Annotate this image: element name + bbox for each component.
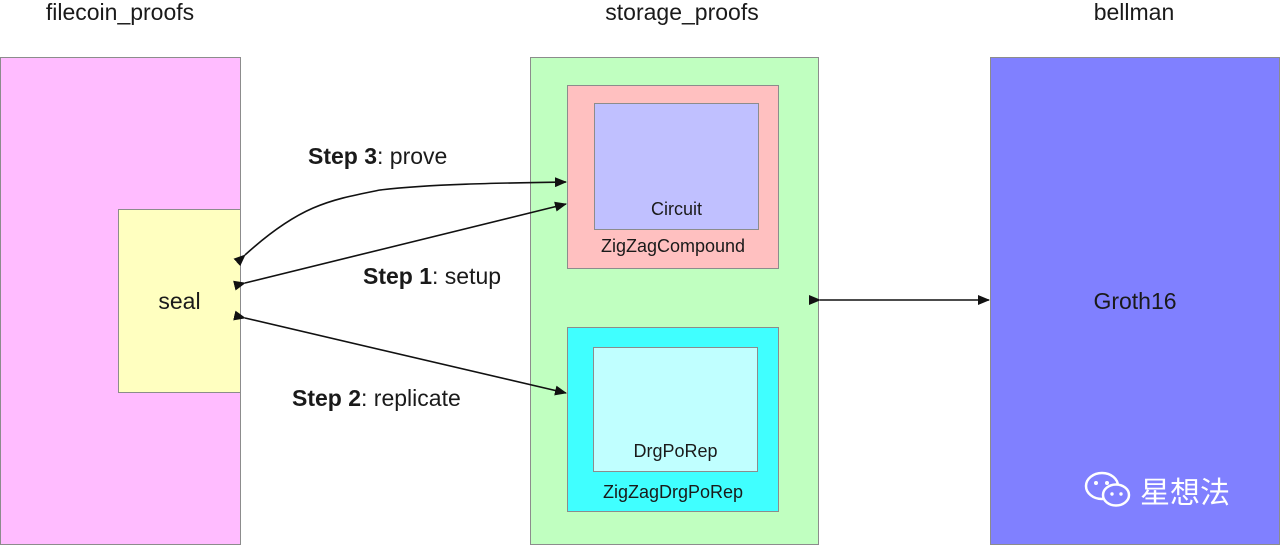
- bellman-container: Groth16: [990, 57, 1280, 545]
- circuit-label: Circuit: [650, 199, 702, 219]
- step-2-bold: Step 2: [292, 385, 362, 411]
- replicate-arrow: [233, 310, 567, 396]
- drgporep-box: DrgPoRep: [593, 347, 758, 472]
- watermark-text: 星想法: [1140, 477, 1230, 510]
- bellman-title: bellman: [1093, 0, 1175, 25]
- storage-proofs-title: storage_proofs: [605, 0, 759, 25]
- step-2-text: : replicate: [361, 385, 461, 411]
- step-1-text: : setup: [432, 263, 502, 289]
- seal-label: seal: [158, 287, 201, 314]
- zigzag-compound-label: ZigZagCompound: [600, 236, 746, 256]
- setup-arrow: [233, 201, 567, 291]
- step-2-label: Step 2: replicate: [292, 384, 461, 412]
- wechat-icon: [1084, 471, 1131, 507]
- step-1-bold: Step 1: [363, 263, 433, 289]
- groth16-label: Groth16: [1093, 288, 1177, 314]
- filecoin-proofs-title: filecoin_proofs: [45, 0, 195, 25]
- step-1-label: Step 1: setup: [363, 262, 501, 290]
- circuit-box: Circuit: [594, 103, 759, 230]
- seal-box: seal: [118, 209, 241, 393]
- step-3-text: : prove: [377, 143, 448, 169]
- zigzag-drgporep-label: ZigZagDrgPoRep: [602, 482, 744, 502]
- step-3-bold: Step 3: [308, 143, 378, 169]
- drgporep-label: DrgPoRep: [633, 441, 718, 461]
- step-3-label: Step 3: prove: [308, 142, 447, 170]
- watermark: 星想法: [1084, 470, 1230, 510]
